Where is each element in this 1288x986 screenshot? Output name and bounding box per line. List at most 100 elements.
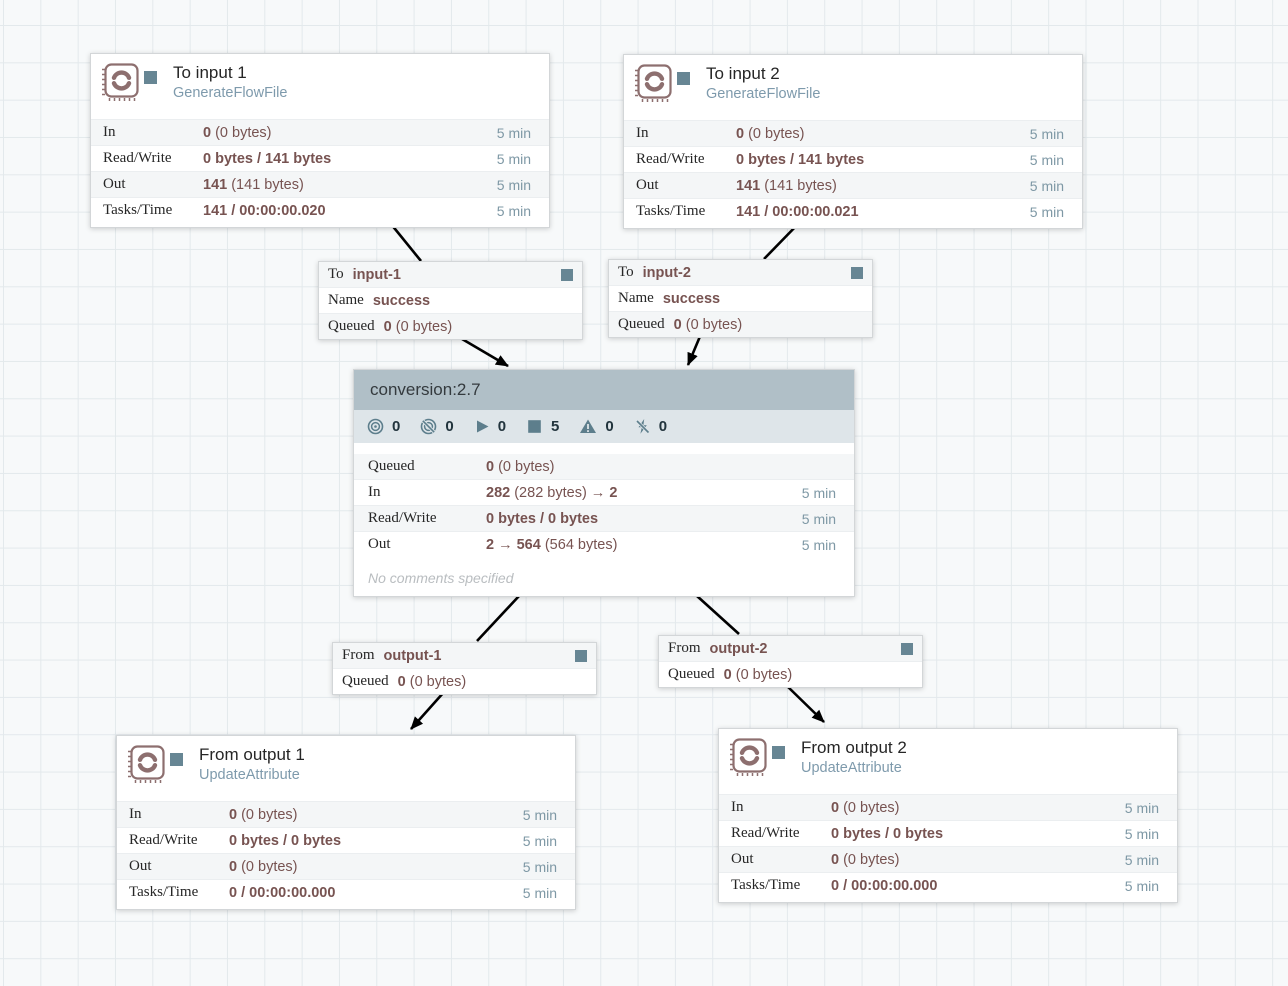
stat-label: In — [636, 125, 649, 141]
stat-label: Out — [368, 536, 391, 552]
conn-row-queued: Queued 0 (0 bytes) — [319, 313, 582, 339]
stat-row-read-write: Read/Write 0 bytes / 141 bytes 5 min — [91, 145, 549, 171]
stat-row-in: In 0 (0 bytes) 5 min — [719, 794, 1177, 820]
badge-transmitting: 0 — [367, 418, 400, 435]
stat-label: Tasks/Time — [103, 202, 173, 218]
processor-type: GenerateFlowFile — [173, 85, 288, 101]
stat-row-out: Out 2 → 564 (564 bytes) 5 min — [354, 531, 854, 557]
stat-value: 0 (0 bytes) — [831, 799, 900, 816]
processor-to-input-1[interactable]: To input 1 GenerateFlowFile In 0 (0 byte… — [90, 53, 550, 228]
stat-row-in: In 0 (0 bytes) 5 min — [117, 801, 575, 827]
connection-label-to-input-1[interactable]: To input-1 Name success Queued 0 (0 byte… — [318, 261, 583, 340]
process-group-conversion[interactable]: conversion:2.7 0 0 — [353, 369, 855, 597]
connection-from-output-2[interactable] — [696, 595, 825, 723]
conn-row-value: 0 (0 bytes) — [673, 316, 743, 333]
stat-label: Tasks/Time — [129, 884, 199, 900]
stat-row-read-write: Read/Write 0 bytes / 0 bytes 5 min — [354, 505, 854, 531]
stat-period: 5 min — [801, 536, 836, 553]
process-group-name: conversion:2.7 — [354, 370, 854, 410]
processor-type: UpdateAttribute — [199, 767, 300, 783]
stat-label: Read/Write — [368, 510, 437, 526]
stat-value: 0 (0 bytes) — [229, 806, 298, 823]
invalid-icon — [580, 419, 597, 433]
stat-label: In — [731, 799, 744, 815]
stat-value: 0 / 00:00:00.000 — [831, 877, 938, 894]
stopped-state-icon — [677, 72, 690, 85]
badge-count: 0 — [605, 418, 614, 435]
processor-header: To input 1 GenerateFlowFile — [91, 54, 549, 119]
stat-row-queued: Queued 0 (0 bytes) — [354, 454, 854, 479]
conn-row-name: Name success — [319, 287, 582, 313]
stat-value: 0 bytes / 141 bytes — [736, 151, 865, 168]
conn-row-value: success — [662, 290, 721, 307]
conn-row-label: To — [618, 264, 634, 280]
stat-label: In — [129, 806, 142, 822]
conn-row-label: Name — [328, 292, 364, 308]
not-transmitting-icon — [421, 418, 437, 435]
stat-label: Queued — [368, 458, 415, 474]
conn-row-value: 0 (0 bytes) — [723, 666, 793, 683]
processor-name: To input 2 — [706, 64, 780, 83]
stat-row-in: In 0 (0 bytes) 5 min — [624, 120, 1082, 146]
stopped-state-icon — [901, 642, 913, 655]
connection-to-input-1[interactable] — [389, 223, 509, 368]
conn-row-from: From output-2 — [659, 636, 922, 661]
processor-name: To input 1 — [173, 63, 247, 82]
stat-value: 141 (141 bytes) — [203, 176, 304, 193]
stat-period: 5 min — [1029, 203, 1064, 220]
stat-value: 0 bytes / 0 bytes — [831, 825, 944, 842]
stat-row-read-write: Read/Write 0 bytes / 0 bytes 5 min — [117, 827, 575, 853]
conn-row-value: success — [372, 292, 431, 309]
stopped-state-icon — [851, 266, 863, 279]
badge-not-transmitting: 0 — [420, 418, 454, 435]
connection-label-to-input-2[interactable]: To input-2 Name success Queued 0 (0 byte… — [608, 259, 873, 338]
connection-label-from-output-1[interactable]: From output-1 Queued 0 (0 bytes) — [332, 642, 597, 695]
processor-header: To input 2 GenerateFlowFile — [624, 55, 1082, 120]
connection-from-output-1[interactable] — [410, 595, 520, 730]
conn-row-label: From — [668, 640, 701, 656]
processor-from-output-1[interactable]: From output 1 UpdateAttribute In 0 (0 by… — [116, 735, 576, 910]
conn-row-value: 0 (0 bytes) — [397, 673, 467, 690]
stat-row-read-write: Read/Write 0 bytes / 0 bytes 5 min — [719, 820, 1177, 846]
conn-row-queued: Queued 0 (0 bytes) — [333, 668, 596, 694]
stat-label: Out — [103, 176, 126, 192]
stat-value: 141 / 00:00:00.021 — [736, 203, 859, 220]
processor-name: From output 1 — [199, 745, 305, 764]
stat-value: 0 (0 bytes) — [831, 851, 900, 868]
stat-label: Read/Write — [731, 825, 800, 841]
stat-row-out: Out 141 (141 bytes) 5 min — [624, 172, 1082, 198]
badge-count: 0 — [658, 418, 668, 435]
conn-row-label: Queued — [328, 318, 375, 334]
spacer — [354, 443, 854, 454]
stat-period: 5 min — [1029, 177, 1064, 194]
stat-period: 5 min — [1124, 799, 1159, 816]
badge-count: 5 — [551, 418, 560, 435]
badge-count: 0 — [497, 418, 507, 435]
stat-value: 0 bytes / 0 bytes — [229, 832, 342, 849]
stat-label: Read/Write — [636, 151, 705, 167]
connection-label-from-output-2[interactable]: From output-2 Queued 0 (0 bytes) — [658, 635, 923, 688]
stat-value: 0 bytes / 141 bytes — [203, 150, 332, 167]
stat-row-out: Out 0 (0 bytes) 5 min — [117, 853, 575, 879]
stat-label: Out — [731, 851, 754, 867]
process-group-comments: No comments specified — [368, 570, 514, 586]
conn-row-value: input-1 — [352, 266, 401, 283]
conn-row-label: From — [342, 647, 375, 663]
stopped-state-icon — [561, 268, 573, 281]
conn-row-value: output-2 — [709, 640, 768, 657]
stat-row-tasks-time: Tasks/Time 141 / 00:00:00.020 5 min — [91, 197, 549, 223]
badge-stopped: 5 — [526, 418, 559, 435]
stat-row-tasks-time: Tasks/Time 0 / 00:00:00.000 5 min — [117, 879, 575, 905]
stat-period: 5 min — [1124, 825, 1159, 842]
processor-from-output-2[interactable]: From output 2 UpdateAttribute In 0 (0 by… — [718, 728, 1178, 903]
processor-stamp-icon — [630, 62, 674, 109]
stat-label: Out — [129, 858, 152, 874]
badge-count: 0 — [445, 418, 454, 435]
stat-label: Tasks/Time — [636, 203, 706, 219]
stat-row-in: In 282 (282 bytes) → 2 5 min — [354, 479, 854, 505]
processor-to-input-2[interactable]: To input 2 GenerateFlowFile In 0 (0 byte… — [623, 54, 1083, 229]
conn-row-from: From output-1 — [333, 643, 596, 668]
stat-period: 5 min — [801, 484, 836, 501]
conn-row-queued: Queued 0 (0 bytes) — [609, 311, 872, 337]
